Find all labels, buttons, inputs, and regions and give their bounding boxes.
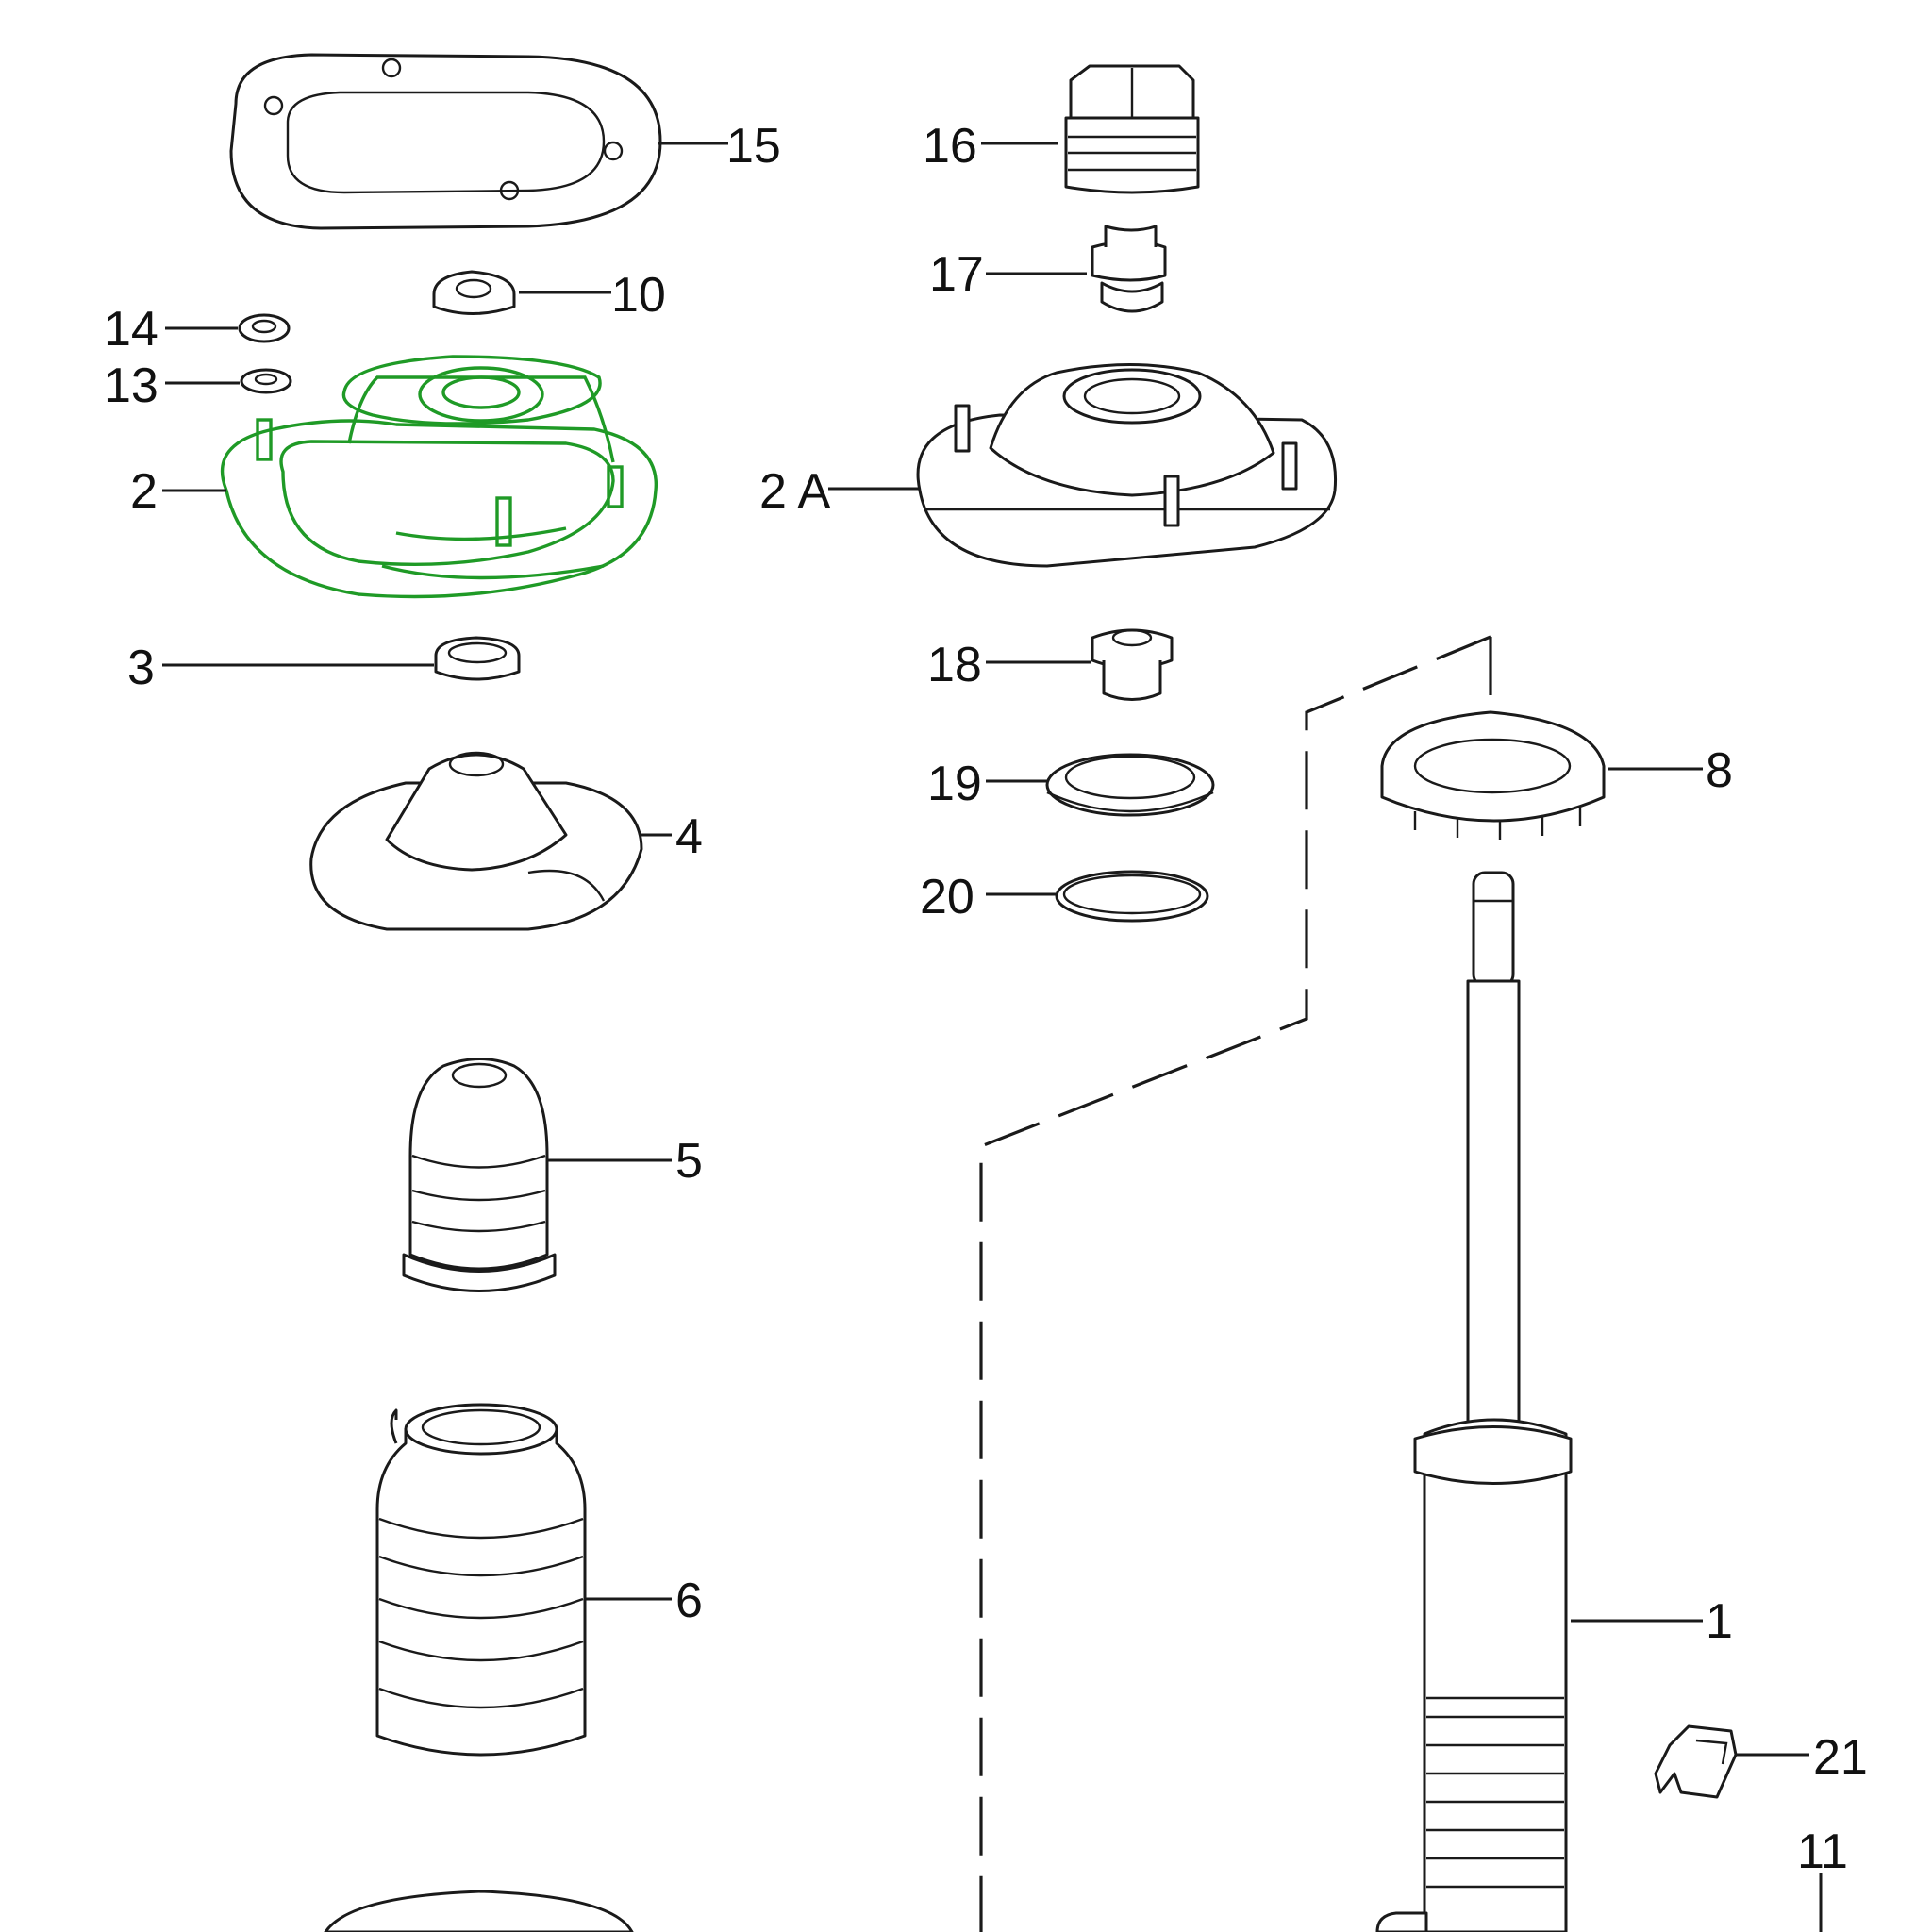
callout-4: 4 bbox=[675, 809, 703, 864]
part-16-hex-plug[interactable] bbox=[1064, 64, 1200, 194]
bottom-spring-seat-partial[interactable] bbox=[324, 1890, 634, 1932]
callout-5: 5 bbox=[675, 1134, 703, 1189]
callout-8: 8 bbox=[1706, 743, 1733, 798]
part-14-washer[interactable] bbox=[238, 313, 291, 343]
callout-6: 6 bbox=[675, 1574, 703, 1628]
callout-14: 14 bbox=[104, 302, 158, 357]
part-6-bellows[interactable] bbox=[375, 1403, 587, 1757]
callout-21: 21 bbox=[1813, 1730, 1868, 1785]
assembly-dashed-line bbox=[979, 635, 1492, 1932]
callout-17: 17 bbox=[929, 247, 984, 302]
part-17-nut[interactable] bbox=[1091, 225, 1167, 313]
part-8-ring-nut[interactable] bbox=[1380, 710, 1606, 840]
callout-2: 2 bbox=[130, 464, 158, 519]
callout-20: 20 bbox=[920, 870, 974, 924]
callout-15: 15 bbox=[726, 119, 781, 174]
callout-16: 16 bbox=[923, 119, 977, 174]
part-19-seal[interactable] bbox=[1045, 753, 1215, 817]
callout-11: 11 bbox=[1797, 1824, 1848, 1879]
part-4-spring-seat[interactable] bbox=[309, 751, 643, 931]
part-2a-strut-mount[interactable] bbox=[916, 363, 1338, 568]
part-1-shock-absorber[interactable] bbox=[1375, 871, 1573, 1932]
part-3-bushing[interactable] bbox=[434, 636, 521, 681]
part-15-plate[interactable] bbox=[229, 53, 662, 230]
part-13-washer[interactable] bbox=[240, 368, 292, 394]
callout-1: 1 bbox=[1706, 1594, 1733, 1649]
part-2-strut-mount[interactable] bbox=[221, 355, 658, 599]
callout-19: 19 bbox=[927, 757, 982, 811]
callout-3: 3 bbox=[127, 641, 155, 695]
callout-13: 13 bbox=[104, 358, 158, 413]
part-20-o-ring[interactable] bbox=[1055, 870, 1209, 923]
part-10-nut[interactable] bbox=[432, 270, 516, 315]
callout-18: 18 bbox=[927, 638, 982, 692]
leader-lines bbox=[162, 142, 1823, 1932]
part-21-clip[interactable] bbox=[1654, 1724, 1738, 1799]
callout-2a: 2 A bbox=[759, 464, 830, 519]
part-5-bump-stop[interactable] bbox=[402, 1058, 557, 1292]
part-18-nut[interactable] bbox=[1091, 628, 1174, 701]
callout-10: 10 bbox=[611, 268, 666, 323]
